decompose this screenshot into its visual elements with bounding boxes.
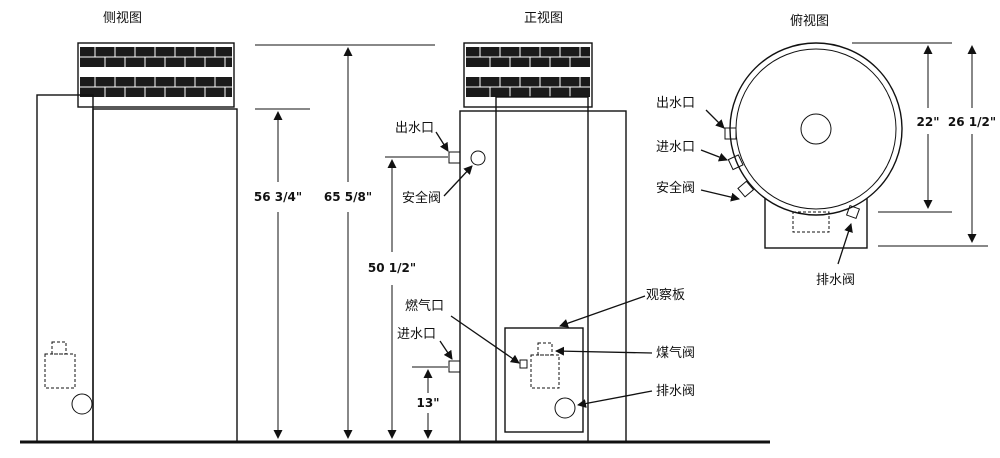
top-inlet-fitting xyxy=(727,154,744,171)
label-front-inlet: 进水口 xyxy=(397,327,436,342)
top-view-title: 俯视图 xyxy=(790,13,829,29)
front-sight-panel xyxy=(504,327,584,433)
label-front-sight-panel: 观察板 xyxy=(646,288,685,303)
front-body-panel xyxy=(495,96,589,443)
side-drain-valve xyxy=(71,393,93,415)
label-front-outlet: 出水口 xyxy=(395,121,434,136)
dim-top-depth-inner: 22" xyxy=(917,115,940,129)
dim-front-outlet-height: 50 1/2" xyxy=(368,261,416,275)
front-vent-hood xyxy=(463,42,593,108)
front-gas-control xyxy=(530,354,560,389)
top-drain-fitting xyxy=(845,204,861,220)
side-gas-valve xyxy=(51,341,67,355)
front-view-title: 正视图 xyxy=(524,11,563,26)
dim-side-body-height: 56 3/4" xyxy=(254,190,302,204)
label-top-outlet: 出水口 xyxy=(656,96,695,111)
front-safety-valve xyxy=(470,150,486,166)
label-top-safety-valve: 安全阀 xyxy=(656,180,695,196)
side-gas-control xyxy=(44,353,76,389)
label-front-safety-valve: 安全阀 xyxy=(402,190,441,206)
top-outlet-fitting xyxy=(724,127,737,140)
front-gas-port xyxy=(519,359,528,369)
side-body-tank xyxy=(92,108,238,443)
dim-front-inlet-height: 13" xyxy=(417,396,440,410)
front-gas-valve xyxy=(537,342,553,356)
label-front-drain-valve: 排水阀 xyxy=(656,384,695,399)
label-front-gas-port: 燃气口 xyxy=(405,298,444,314)
label-top-inlet: 进水口 xyxy=(656,140,695,155)
front-drain-valve xyxy=(554,397,576,419)
front-inlet-fitting xyxy=(448,360,461,373)
side-view: 侧视图 56 3/4" xyxy=(36,11,435,443)
label-top-drain-valve: 排水阀 xyxy=(816,273,855,288)
top-safety-valve-fitting xyxy=(737,180,755,198)
top-flue xyxy=(800,113,832,145)
dim-top-depth-outer: 26 1/2" xyxy=(948,115,996,129)
dim-side-total-height: 65 5/8" xyxy=(324,190,372,204)
front-outlet-fitting xyxy=(448,151,461,164)
side-vent-hood xyxy=(77,42,235,108)
top-tank-outer xyxy=(729,42,903,216)
front-view: 正视图 50 xyxy=(368,11,695,443)
top-burner-outline xyxy=(792,211,830,233)
side-body-front-panel xyxy=(36,94,94,443)
side-view-title: 侧视图 xyxy=(103,11,142,26)
top-view: 俯视图 出水口 进水口 安全阀 排水阀 22" 26 1/2" xyxy=(656,13,996,288)
label-front-gas-valve: 煤气阀 xyxy=(656,345,695,361)
